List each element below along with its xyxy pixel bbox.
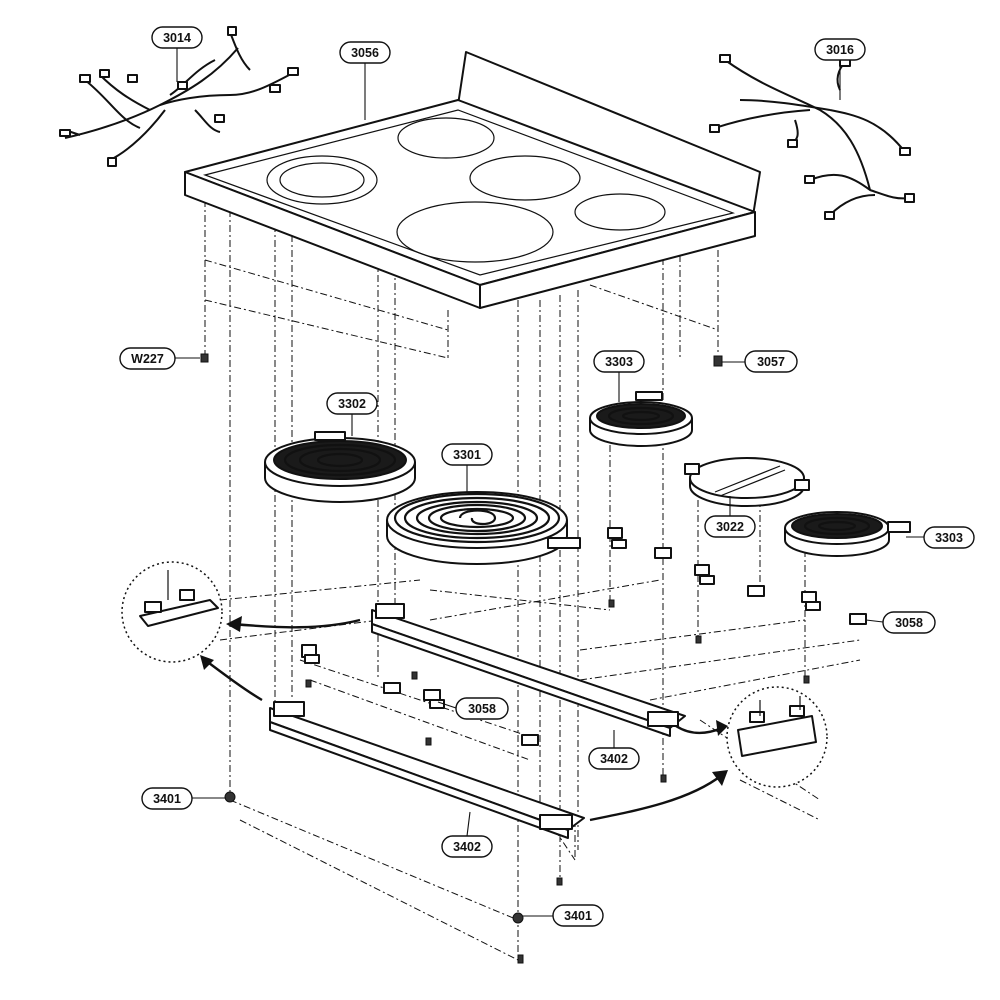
callout-W227: W227 xyxy=(119,347,176,370)
svg-text:3058: 3058 xyxy=(895,616,923,630)
radiant-element-3303-rear xyxy=(589,391,693,447)
callout-3016: 3016 xyxy=(814,38,866,61)
detail-view-right xyxy=(726,686,828,788)
callout-3402-rear: 3402 xyxy=(588,747,640,770)
svg-text:3402: 3402 xyxy=(453,840,481,854)
callout-3303-rear: 3303 xyxy=(593,350,645,373)
callout-3302: 3302 xyxy=(326,392,378,415)
radiant-element-3302 xyxy=(264,431,416,503)
callout-3401-left: 3401 xyxy=(141,787,193,810)
svg-text:3016: 3016 xyxy=(826,43,854,57)
element-clips xyxy=(301,527,867,746)
svg-text:3303: 3303 xyxy=(935,531,963,545)
svg-text:3022: 3022 xyxy=(716,520,744,534)
callout-3057: 3057 xyxy=(744,350,798,373)
callout-3402-front: 3402 xyxy=(441,835,493,858)
svg-text:3401: 3401 xyxy=(153,792,181,806)
wire-harness-3014 xyxy=(59,26,299,167)
screws xyxy=(200,353,810,964)
leader-lines xyxy=(175,48,924,917)
callout-3058-right: 3058 xyxy=(882,611,936,634)
svg-text:W227: W227 xyxy=(131,352,164,366)
svg-text:3402: 3402 xyxy=(600,752,628,766)
callout-3401-bottom: 3401 xyxy=(552,904,604,927)
callout-3056: 3056 xyxy=(339,41,391,64)
radiant-element-3301 xyxy=(386,491,581,565)
detail-view-left xyxy=(121,561,223,663)
svg-text:3057: 3057 xyxy=(757,355,785,369)
warming-plate-3022 xyxy=(684,457,810,507)
svg-text:3058: 3058 xyxy=(468,702,496,716)
mounting-bracket-3402-rear xyxy=(371,603,686,737)
wire-harness-3016 xyxy=(709,54,915,220)
svg-text:3303: 3303 xyxy=(605,355,633,369)
svg-text:3301: 3301 xyxy=(453,448,481,462)
cooktop-element-outlines xyxy=(266,117,666,263)
svg-text:3014: 3014 xyxy=(163,31,191,45)
callout-labels: 3014 3056 3016 W227 3057 3303 3302 3301 xyxy=(119,26,975,927)
callout-3303-front: 3303 xyxy=(923,526,975,549)
callout-3022: 3022 xyxy=(704,515,756,538)
svg-text:3302: 3302 xyxy=(338,397,366,411)
svg-text:3401: 3401 xyxy=(564,909,592,923)
radiant-element-3303-front xyxy=(784,511,911,557)
callout-3014: 3014 xyxy=(151,26,203,49)
assembly-guide-lines xyxy=(204,200,861,961)
svg-text:3056: 3056 xyxy=(351,46,379,60)
glass-cooktop-3056 xyxy=(184,51,761,309)
callout-3301: 3301 xyxy=(441,443,493,466)
callout-3058-center: 3058 xyxy=(455,697,509,720)
detail-arrows xyxy=(200,616,728,822)
mounting-bracket-3402-front xyxy=(269,701,585,839)
